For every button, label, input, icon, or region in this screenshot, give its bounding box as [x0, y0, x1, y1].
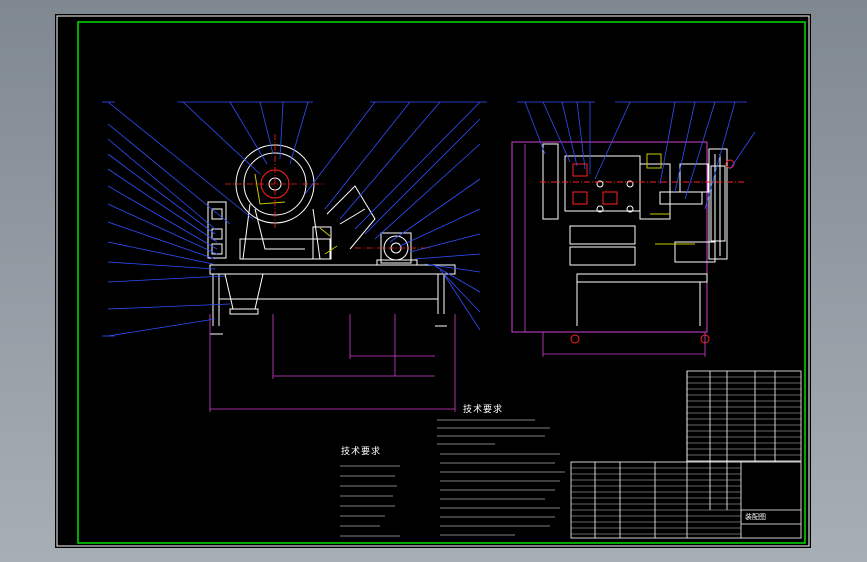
assembly-drawing: [56, 15, 810, 547]
notes-title-right: 技术要求: [463, 405, 504, 415]
notes-title-left: 技术要求: [341, 447, 382, 457]
base-frame-top: [209, 264, 456, 275]
title-block-label: 装配图: [745, 513, 766, 521]
title-block: [570, 370, 802, 539]
drawing-frame: [77, 21, 806, 544]
sheet-border: [56, 15, 810, 547]
side-view: [511, 141, 728, 333]
front-view: [207, 144, 456, 335]
drawing-sheet: 技术要求 技术要求 装配图: [55, 14, 811, 548]
